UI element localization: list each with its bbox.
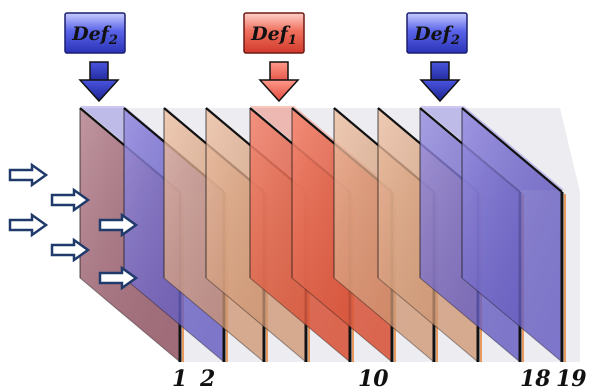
right-arrow-icon [50,237,91,263]
right-arrow-icon [98,265,139,291]
layer-plate [461,107,566,363]
svg-text:Def1: Def1 [250,23,297,48]
defect-box-left [64,12,126,54]
defect-label-left-base: Def [71,23,112,45]
defect-label-right-base: Def [413,23,454,45]
defect-label-left-sub: 2 [108,33,118,48]
right-arrow-icon [50,187,91,213]
layer-stack [79,106,566,363]
down-arrow-icon [419,61,461,103]
defect-label-right: Def2 [406,12,468,103]
defect-labels: Def2 Def1 Def2 [64,12,468,103]
layer-number-2: 2 [199,366,215,390]
right-arrow-icon [98,212,139,238]
defect-label-right-sub: 2 [450,33,460,48]
defect-box-center [243,12,305,54]
defect-label-center-base: Def [250,23,291,45]
defect-label-left: Def2 [64,12,126,103]
layer-numbers: 1 2 10 18 19 [172,366,587,390]
layer-number-1: 1 [172,366,187,390]
defect-box-right [406,12,468,54]
right-arrow-icon [8,212,49,238]
layer-number-19: 19 [556,366,587,390]
down-arrow-icon [78,61,120,103]
layer-number-10: 10 [358,366,389,390]
layer-number-18: 18 [520,366,551,390]
svg-text:Def2: Def2 [71,23,118,48]
right-arrow-icon [8,162,49,188]
down-arrow-icon [258,61,300,103]
defect-label-center: Def1 [243,12,305,103]
svg-text:Def2: Def2 [413,23,460,48]
incident-arrows [8,162,139,291]
defect-label-center-sub: 1 [288,33,297,48]
